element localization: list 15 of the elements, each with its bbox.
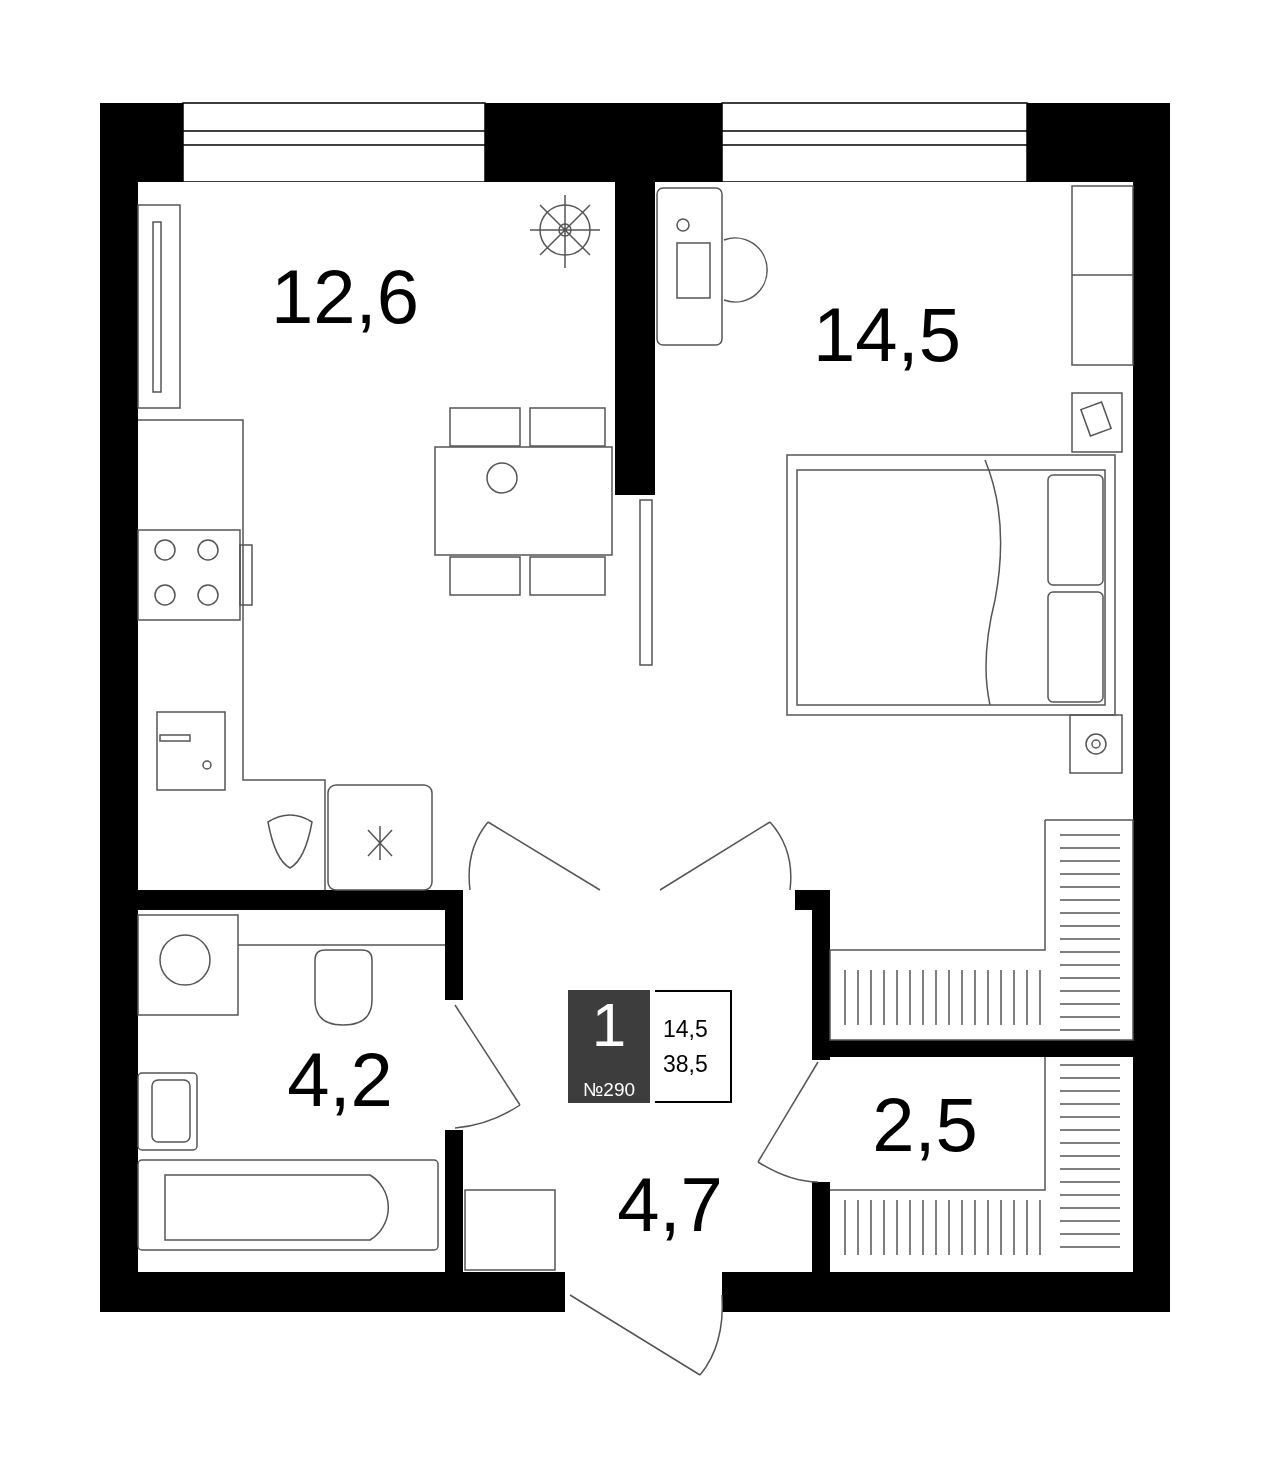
room-count-badge <box>568 990 650 1103</box>
room-area-number: 12,6 <box>271 259 419 335</box>
room-floor <box>655 182 1133 890</box>
area-value: 38,5 <box>663 1052 709 1076</box>
area-value: 14,5 <box>663 1017 709 1041</box>
apartment-number: №290 <box>582 1080 636 1099</box>
area-info-box <box>655 990 732 1103</box>
room-area-number: 2,5 <box>872 1087 978 1163</box>
room-count: 1 <box>591 994 627 1056</box>
room-floor <box>463 910 812 1272</box>
room-area-number: 14,5 <box>813 297 961 373</box>
room-floor <box>830 1057 1133 1272</box>
room-area-number: 4,7 <box>617 1167 723 1243</box>
room-area-number: 4,2 <box>287 1042 393 1118</box>
room-floor <box>138 910 445 1272</box>
